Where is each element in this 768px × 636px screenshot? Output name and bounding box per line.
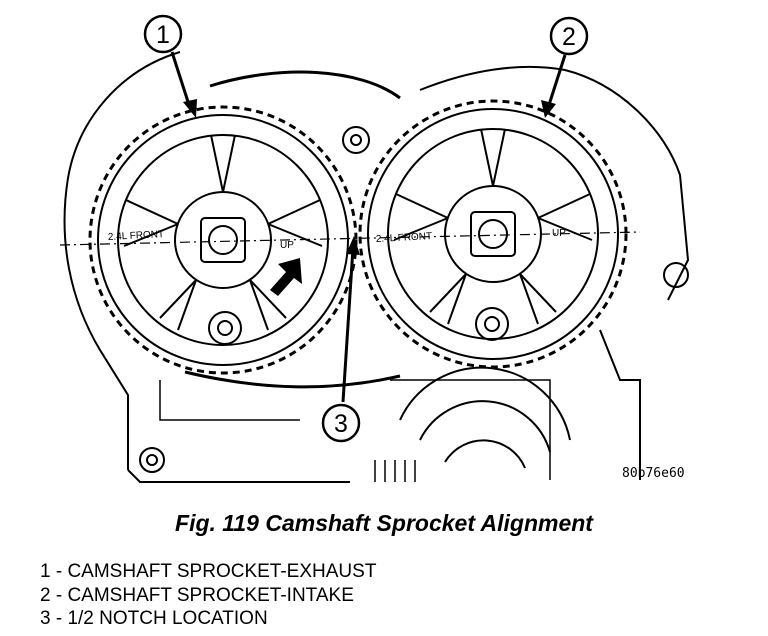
callout-3-arrowhead (346, 236, 360, 255)
callout-1-number: 1 (156, 21, 170, 49)
timing-cover-outline (63, 51, 690, 470)
callout-2-number: 2 (562, 23, 576, 51)
intake-front-label: 2.4L FRONT (376, 231, 433, 245)
callout-3-leader (341, 247, 355, 403)
exhaust-dowel (208, 311, 242, 345)
figure-caption: Fig. 119 Camshaft Sprocket Alignment (175, 510, 593, 536)
boss-right (663, 262, 689, 288)
exhaust-hub-bolt (200, 217, 246, 263)
legend-item-3: 3 - 1/2 NOTCH LOCATION (40, 608, 268, 629)
timing-belt (184, 70, 401, 389)
lower-pulley-ribs (374, 460, 416, 482)
callout-2-arrowhead (541, 100, 556, 118)
legend-item-1: 1 - CAMSHAFT SPROCKET-EXHAUST (40, 561, 377, 582)
callout-1-arrowhead (183, 99, 197, 118)
callout-3-number: 3 (334, 410, 348, 438)
callout-2-leader (546, 54, 567, 109)
boss-left-inner (146, 454, 158, 466)
boss-top-inner (350, 134, 362, 146)
lower-pulley (399, 366, 571, 469)
callout-1-circle (143, 14, 183, 54)
intake-hub-bolt (470, 211, 516, 257)
exhaust-up-label: UP (280, 240, 294, 251)
callout-3-circle (321, 403, 361, 443)
image-code: 80b76e60 (622, 466, 685, 481)
alignment-line (59, 231, 641, 246)
housing-ridge (159, 379, 551, 480)
callout-1-leader (170, 51, 192, 109)
intake-up-label: UP (552, 228, 566, 239)
camshaft-sprocket-diagram: 1 2 3 2.4L FRONT UP 2.4L FRONT UP (59, 14, 690, 483)
intake-dowel (475, 307, 509, 341)
callout-2-circle (549, 16, 589, 56)
exhaust-front-label: 2.4L FRONT (108, 229, 165, 243)
boss-left (139, 447, 165, 473)
sprocket-exhaust (88, 105, 358, 375)
housing-lower (127, 329, 641, 483)
legend: 1 - CAMSHAFT SPROCKET-EXHAUST 2 - CAMSHA… (40, 560, 376, 631)
legend-item-2: 2 - CAMSHAFT SPROCKET-INTAKE (40, 584, 354, 606)
up-arrow-indicator (270, 258, 302, 296)
boss-top (342, 126, 370, 154)
